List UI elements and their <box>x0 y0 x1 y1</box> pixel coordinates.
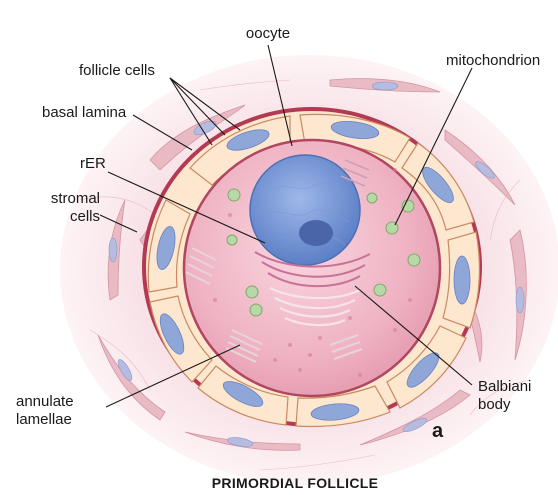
label-annulate-line1: annulate <box>16 393 74 410</box>
label-balbiani-line1: Balbiani <box>478 378 532 395</box>
panel-letter: a <box>432 420 444 442</box>
label-balbiani-body: Balbiani body <box>478 378 531 414</box>
label-rer: rER <box>80 155 106 172</box>
label-stromal-cells: stromal cells <box>30 190 100 226</box>
figure-caption: PRIMORDIAL FOLLICLE <box>211 475 379 491</box>
label-mitochondrion: mitochondrion <box>446 52 541 69</box>
label-annulate-lamellae: annulate lamellae <box>16 393 74 429</box>
oocyte <box>182 138 442 398</box>
label-balbiani-line2: body <box>478 396 511 413</box>
label-basal-lamina: basal lamina <box>42 104 127 121</box>
label-annulate-line2: lamellae <box>16 411 72 428</box>
follicle-cells <box>147 113 480 428</box>
label-stromal-line1: stromal <box>50 190 100 207</box>
balbiani-body <box>254 251 371 288</box>
mitochondria <box>226 188 421 317</box>
leader-lines <box>99 44 473 408</box>
oocyte-nucleus <box>249 154 361 266</box>
label-oocyte: oocyte <box>245 25 291 42</box>
label-follicle-cells: follicle cells <box>79 62 155 79</box>
nucleolus <box>299 220 333 246</box>
label-stromal-line2: cells <box>69 208 100 225</box>
annulate-lamellae <box>185 247 363 363</box>
